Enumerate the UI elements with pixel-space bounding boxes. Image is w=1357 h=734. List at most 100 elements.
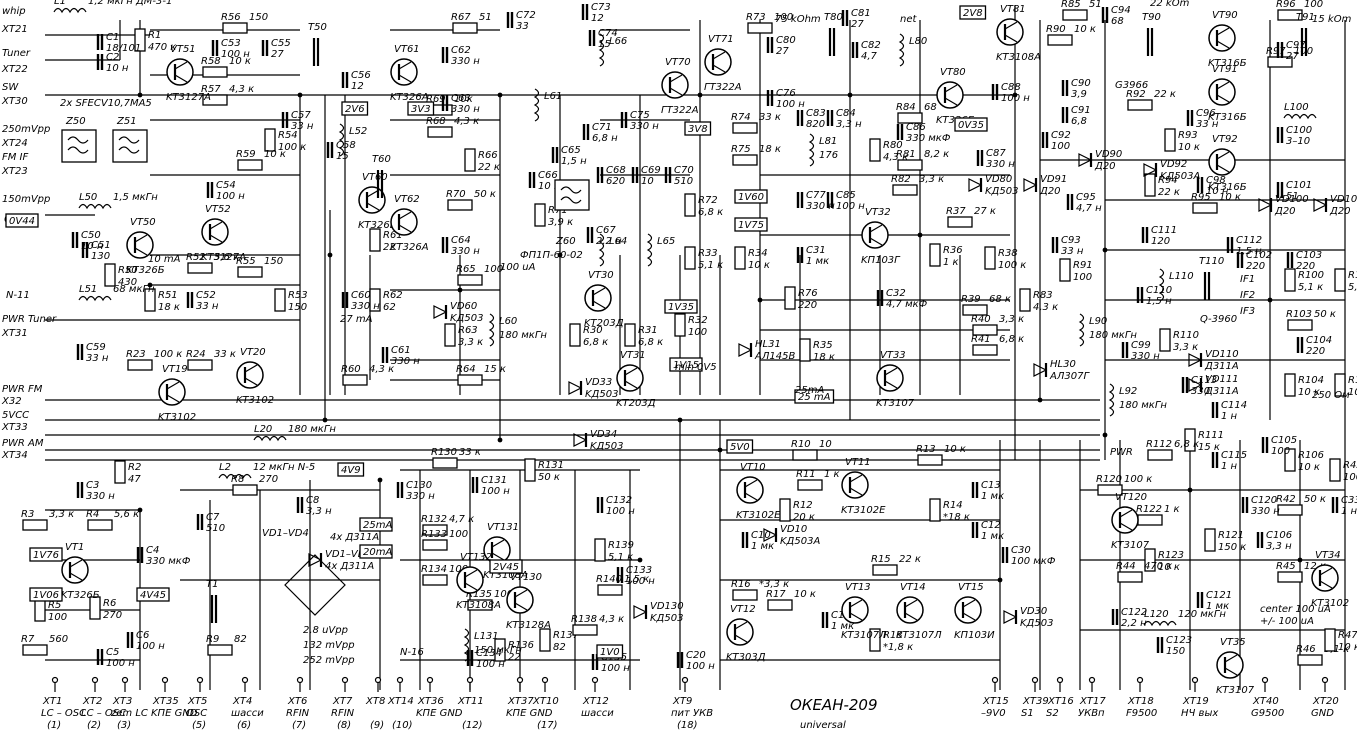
voltage-tag-text: 25mA [363, 520, 392, 531]
connector-id: XT40 [1252, 696, 1279, 707]
capacitor-value: 510 [206, 523, 225, 534]
resistor-value: 5,1 к [1348, 282, 1357, 293]
resistor-ref: R54 [278, 130, 298, 141]
diode-ref: VD101 [1330, 194, 1357, 205]
transistor-type: KT203Д [584, 318, 624, 329]
transistor-ref: VT1 [65, 542, 84, 553]
resistor-ref: R12 [793, 500, 813, 511]
transistor-ref: VT35 [1220, 637, 1246, 648]
transistor-type: KT326Б [61, 590, 100, 601]
voltage-tag-1v0: 1V0 [596, 644, 624, 659]
connector-pin: (6) [237, 720, 251, 731]
voltage-tag-1v35: 1V35 [664, 299, 698, 314]
inductor-ref: L131 [474, 631, 499, 642]
transistor-ref: VT11 [845, 457, 871, 468]
capacitor-ref: C85 [836, 190, 856, 201]
capacitor-value: 1 мк [831, 621, 854, 632]
capacitor-ref: C1 [106, 32, 119, 43]
voltage-tag-2v8: 2V8 [959, 5, 987, 20]
voltage-tag-3v8: 3V8 [684, 121, 712, 136]
xt31-caption: PWR Tuner [2, 314, 57, 325]
transistor-ref: VT14 [900, 582, 926, 593]
capacitor-ref: C88 [1001, 82, 1021, 93]
resistor-ref: R84 [896, 102, 916, 113]
connector-id: XT16 [1047, 696, 1074, 707]
resistor-value: 150 [249, 12, 268, 23]
transistor-type: KП103И [954, 630, 995, 641]
capacitor-value: 27 [851, 19, 864, 30]
connector-label: OSC [186, 708, 207, 719]
capacitor-ref: C94 [1111, 5, 1131, 16]
transistor-ref: VT19 [162, 364, 188, 375]
resistor-value: 6,8 к [698, 207, 723, 218]
resistor-value: 18 к [813, 352, 835, 363]
capacitor-ref: C101 [1286, 180, 1312, 191]
resistor-value: 4,3 к [454, 116, 479, 127]
xt23-caption: FM IF [2, 152, 29, 163]
capacitor-ref: C55 [271, 38, 291, 49]
resistor-value: 15 к [1198, 442, 1220, 453]
connector-id: XT35 [152, 696, 179, 707]
connector-id: XT14 [387, 696, 414, 707]
capacitor-value: 150 [1166, 646, 1185, 657]
transistor-type: KT326A [390, 242, 429, 253]
capacitor-value: 100 н [601, 663, 630, 674]
bridge-type: 4x Д311A [330, 532, 379, 543]
resistor-value: 100 [688, 327, 707, 338]
capacitor-value: 100 н [221, 49, 250, 60]
capacitor-ref: C113 [1191, 375, 1217, 386]
diode-type: Д20 [1274, 206, 1296, 217]
diode-vd101: VD101Д20 [1313, 194, 1357, 217]
connector-pin: (17) [537, 720, 558, 731]
resistor-ref: R57 [201, 84, 221, 95]
inductor-value: 120 мкГн [1178, 609, 1226, 620]
capacitor-value: 6,8 [1071, 116, 1087, 127]
inductor-value: 12 мкГн N-5 [253, 462, 315, 473]
transistor-ref: VT15 [958, 582, 984, 593]
diode-type: KД503 [985, 186, 1018, 197]
transistor-ref: VT50 [130, 217, 156, 228]
connector-id: XT19 [1182, 696, 1209, 707]
connector-label: УКВп [1078, 708, 1105, 719]
resistor-ref: R44 [1116, 561, 1136, 572]
connector-label: GND [1311, 708, 1334, 719]
resistor-value: 3,3 к [49, 509, 74, 520]
resistor-ref: R111 [1198, 430, 1224, 441]
transformer-t60: T60 [372, 154, 391, 198]
capacitor-ref: C110 [1146, 285, 1172, 296]
xt30-id: XT30 [1, 96, 28, 107]
xt21-id: XT21 [1, 24, 28, 35]
